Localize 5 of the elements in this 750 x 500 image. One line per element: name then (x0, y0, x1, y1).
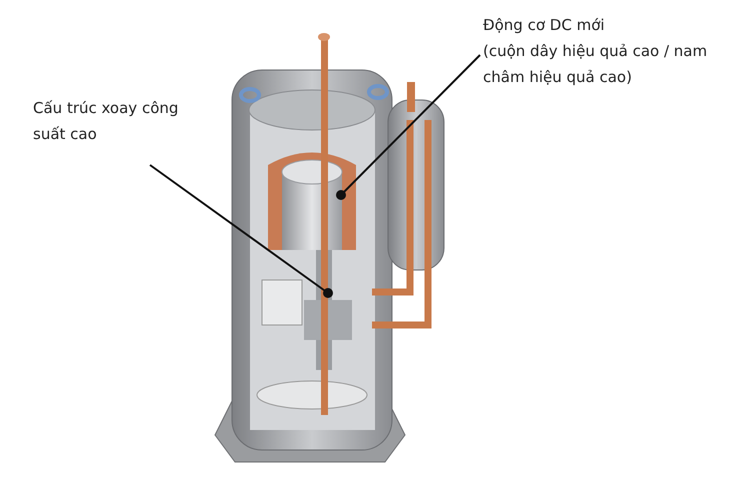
leader-line (149, 164, 333, 298)
leader-line (336, 54, 481, 200)
callout-text: Động cơ DC mới (483, 15, 606, 36)
callout-text: (cuộn dây hiệu quả cao / nam châm hiệu quả cao) (483, 41, 708, 88)
callout-text: Cấu trúc xoay công suất cao (33, 98, 180, 145)
